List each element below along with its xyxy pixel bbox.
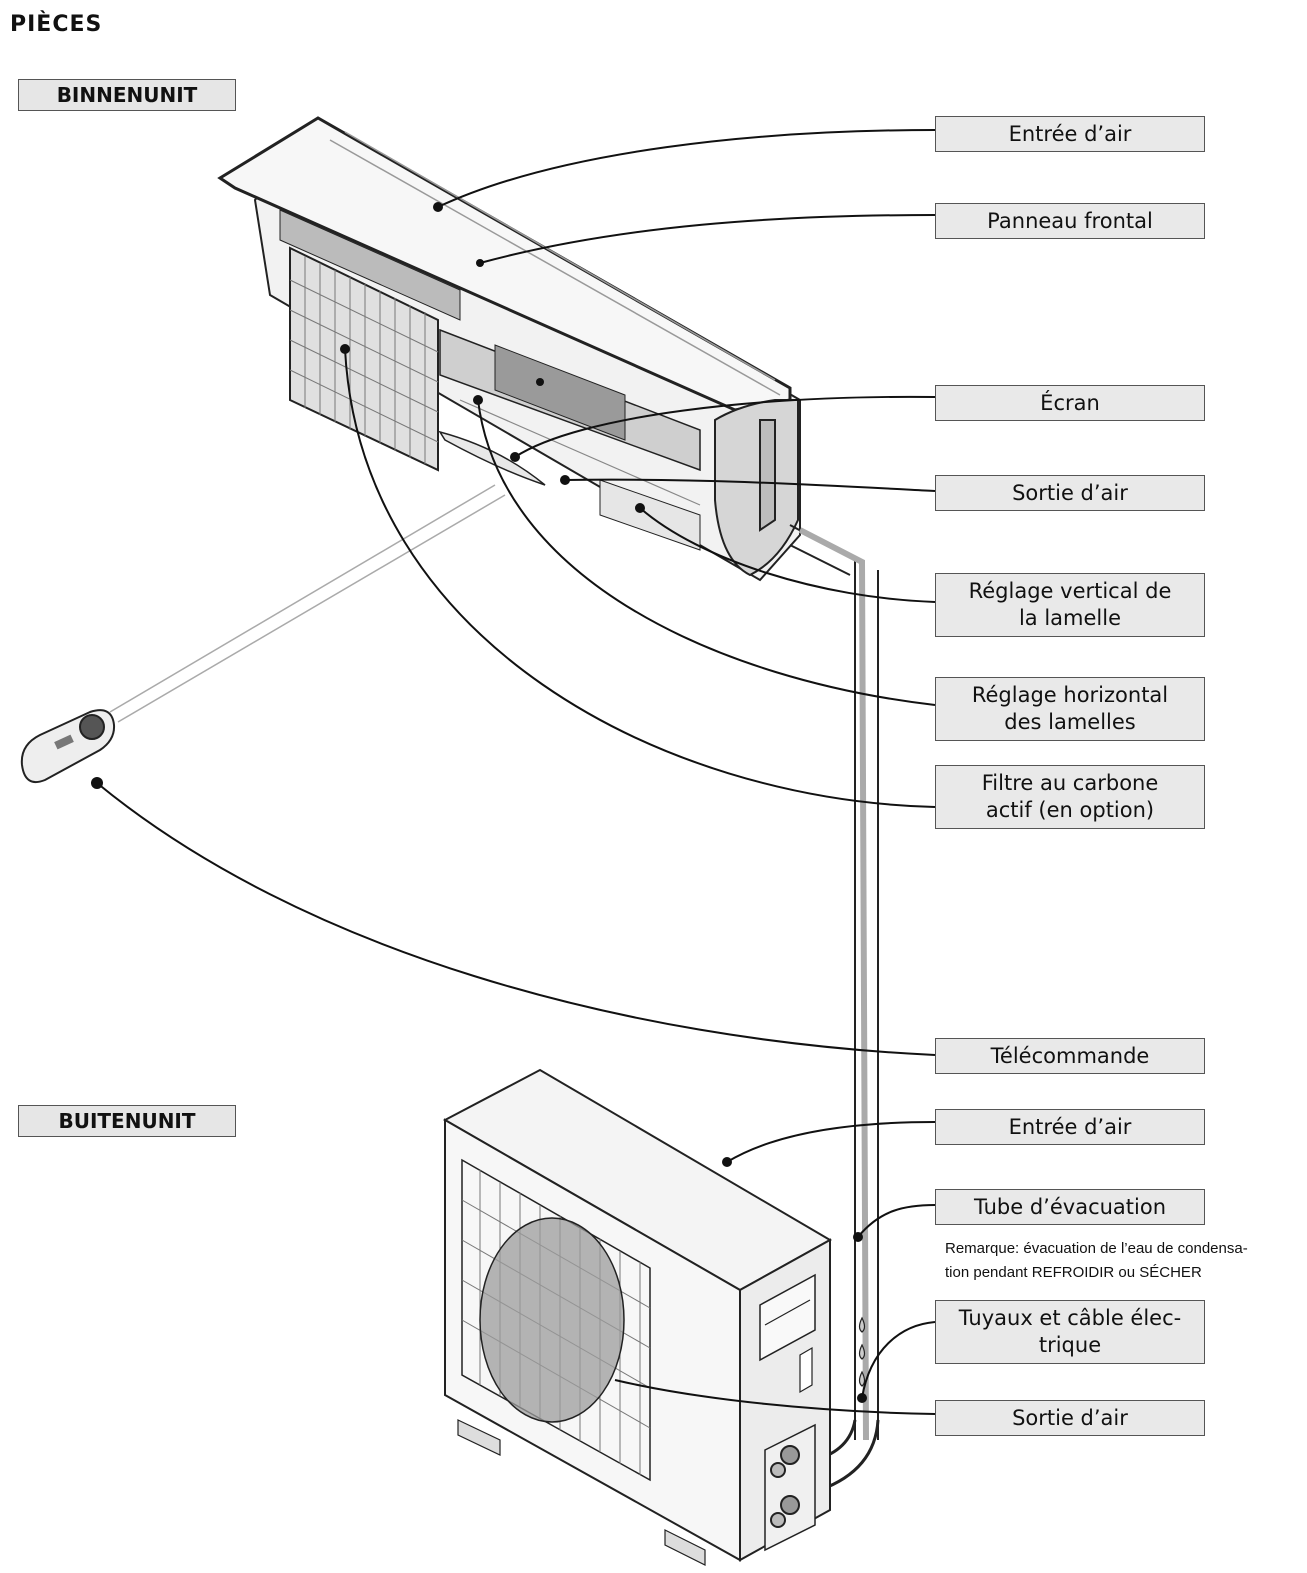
label-pipes-cable-line1: Tuyaux et câble élec- xyxy=(958,1306,1182,1330)
pipe-drawing xyxy=(789,524,880,1492)
label-air-outlet-outdoor-text: Sortie d’air xyxy=(1012,1405,1128,1430)
indoor-unit-drawing xyxy=(217,116,801,582)
label-vertical-louver: Réglage vertical de la lamelle xyxy=(935,573,1205,637)
label-vertical-louver-line1: Réglage vertical de xyxy=(968,579,1172,603)
indoor-unit-heading: BINNENUNIT xyxy=(18,79,236,111)
label-air-inlet-indoor-text: Entrée d’air xyxy=(1008,121,1132,146)
label-pipes-cable-line2: trique xyxy=(1038,1333,1102,1357)
page-title: PIÈCES xyxy=(10,12,103,37)
label-carbon-filter: Filtre au carbone actif (en option) xyxy=(935,765,1205,829)
label-front-panel-text: Panneau frontal xyxy=(987,208,1153,233)
label-air-inlet-indoor: Entrée d’air xyxy=(935,116,1205,152)
label-air-outlet-outdoor: Sortie d’air xyxy=(935,1400,1205,1436)
drain-note-line1: Remarque: évacuation de l’eau de condens… xyxy=(945,1240,1248,1257)
label-air-inlet-outdoor: Entrée d’air xyxy=(935,1109,1205,1145)
outdoor-unit-drawing xyxy=(442,1068,833,1566)
label-carbon-filter-line1: Filtre au carbone xyxy=(981,771,1159,795)
label-air-outlet-indoor: Sortie d’air xyxy=(935,475,1205,511)
label-horizontal-louver-line1: Réglage horizontal xyxy=(971,683,1169,707)
label-display: Écran xyxy=(935,385,1205,421)
drain-note: Remarque: évacuation de l’eau de condens… xyxy=(945,1237,1305,1285)
label-horizontal-louver-line2: des lamelles xyxy=(1004,710,1136,734)
label-remote-control-text: Télécommande xyxy=(990,1043,1150,1068)
label-air-inlet-outdoor-text: Entrée d’air xyxy=(1008,1114,1132,1139)
drain-note-line2: tion pendant REFROIDIR ou SÉCHER xyxy=(945,1264,1202,1281)
leader-lines xyxy=(96,129,936,1415)
label-air-outlet-indoor-text: Sortie d’air xyxy=(1012,480,1128,505)
label-horizontal-louver: Réglage horizontal des lamelles xyxy=(935,677,1205,741)
label-front-panel: Panneau frontal xyxy=(935,203,1205,239)
label-vertical-louver-line2: la lamelle xyxy=(1018,606,1122,630)
label-remote-control: Télécommande xyxy=(935,1038,1205,1074)
outdoor-unit-heading: BUITENUNIT xyxy=(18,1105,236,1137)
label-pipes-cable: Tuyaux et câble élec- trique xyxy=(935,1300,1205,1364)
label-drain-tube-text: Tube d’évacuation xyxy=(973,1194,1167,1219)
label-display-text: Écran xyxy=(1040,390,1100,415)
label-drain-tube: Tube d’évacuation xyxy=(935,1189,1205,1225)
leader-dots xyxy=(91,202,867,1403)
remote-control-drawing xyxy=(20,484,506,784)
label-carbon-filter-line2: actif (en option) xyxy=(985,798,1155,822)
